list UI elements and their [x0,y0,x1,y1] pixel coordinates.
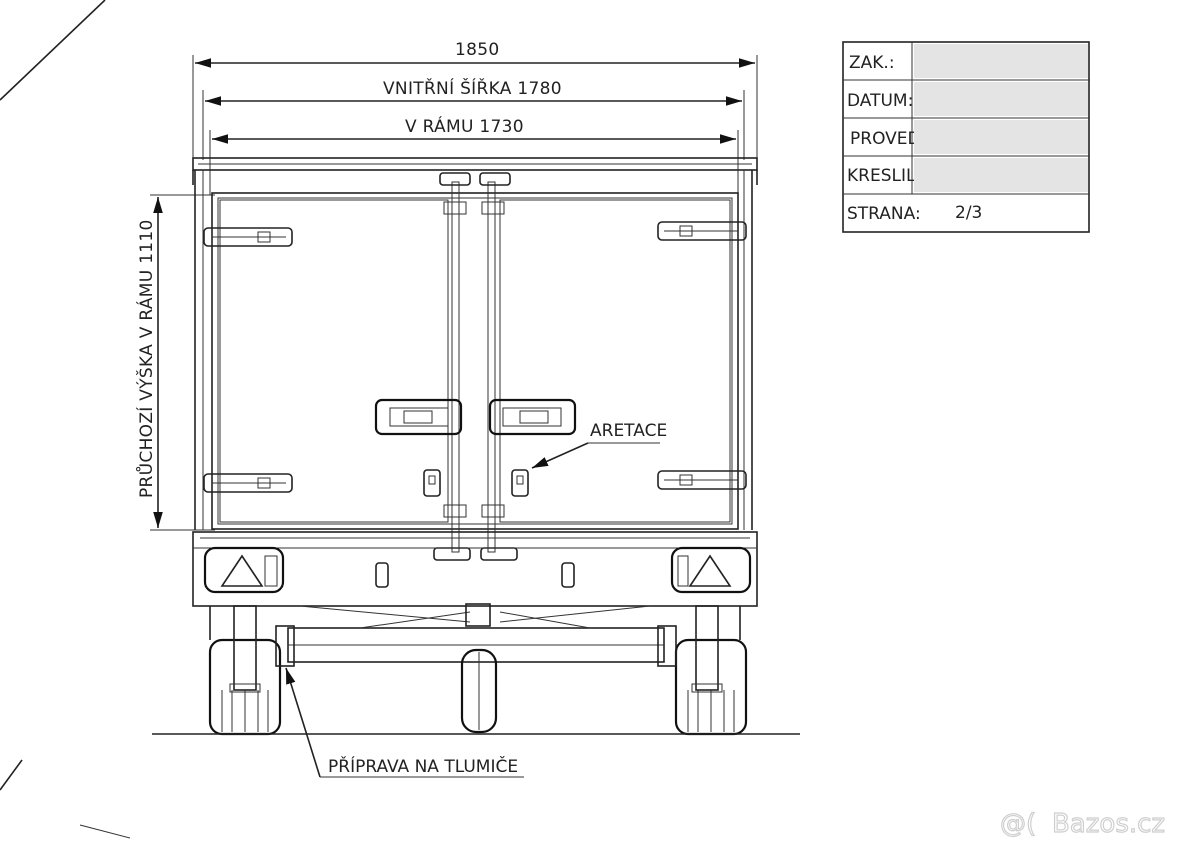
redacted-value [914,82,1088,116]
box-body [192,157,758,530]
dimension-overall-width: 1850 [192,40,758,160]
hinge-bottom-left [203,473,293,493]
title-block-label-strana: STRANA: [847,204,921,224]
hinge-top-left [203,227,293,247]
title-block-label-kreslil: KRESLIL [847,166,916,186]
reflector-right [561,562,575,588]
watermark: @( Bazos.cz [999,808,1165,839]
right-door [499,199,731,523]
annotation-damper: PŘÍPRAVA NA TLUMIČE [285,667,524,778]
annotation-latch-text: ARETACE [590,421,667,441]
latch-left [423,469,441,497]
dimension-inner-width-text: VNITŘNÍ ŠÍŘKA 1780 [383,77,562,99]
scan-mark [0,0,106,101]
dimension-inner-width: VNITŘNÍ ŠÍŘKA 1780 [202,77,745,160]
tail-light-right [670,546,752,594]
dimension-frame-width-text: V RÁMU 1730 [405,115,524,137]
title-block: ZAK.: DATUM: PROVEDE KRESLIL STRANA: 2/3 [842,41,1090,233]
chassis [209,603,741,663]
dimension-passage-height: PRŮCHOZÍ VÝŠKA V RÁMU 1110 [135,194,215,531]
title-block-label-datum: DATUM: [847,91,913,111]
handle-right [488,398,577,436]
left-door [219,199,449,523]
annotation-damper-text: PŘÍPRAVA NA TLUMIČE [328,755,518,777]
watermark-icon: @( [1000,809,1036,839]
annotation-latch: ARETACE [531,421,667,469]
latch-right [511,469,529,497]
hinge-bottom-right [657,470,747,490]
handle-left [374,398,463,436]
wheel-right [657,605,748,736]
scan-mark [0,759,23,791]
wheel-left [208,605,295,736]
title-block-value-strana: 2/3 [955,203,982,223]
redacted-value [914,44,1088,78]
tail-light-left [203,546,285,594]
redacted-value [914,158,1088,192]
dimension-frame-width: V RÁMU 1730 [209,115,739,195]
rear-bumper [192,531,758,607]
redacted-value [914,120,1088,154]
scan-mark [79,824,131,839]
dimension-overall-width-text: 1850 [455,40,499,60]
reflector-left [375,562,389,588]
watermark-text: Bazos.cz [1052,809,1165,839]
title-block-label-provedeni: PROVEDE [850,129,931,149]
title-block-label-zak: ZAK.: [849,53,895,73]
locking-bars [433,172,518,561]
hinge-top-right [657,221,747,241]
jockey-wheel [460,648,498,734]
dimension-passage-height-text: PRŮCHOZÍ VÝŠKA V RÁMU 1110 [135,219,157,498]
